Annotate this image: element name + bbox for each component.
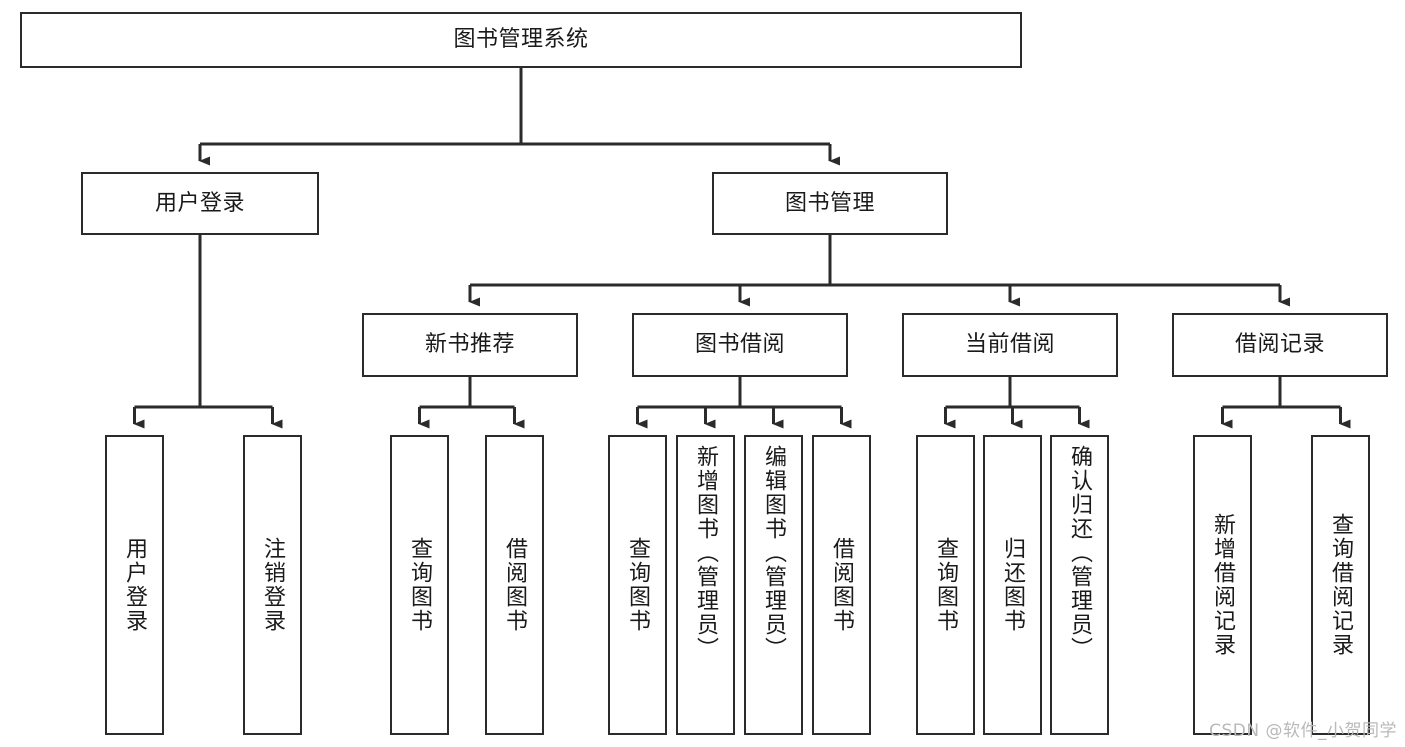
node-leaf-query-book-rec[interactable]: 查询图书 xyxy=(390,435,449,735)
node-borrow-record[interactable]: 借阅记录 xyxy=(1172,313,1388,377)
node-label: 确认归还（管理员） xyxy=(1067,445,1093,661)
node-label: 图书借阅 xyxy=(694,332,785,358)
node-label: 新增图书（管理员） xyxy=(693,445,719,661)
node-leaf-user-login[interactable]: 用户登录 xyxy=(105,435,164,735)
node-leaf-confirm-return[interactable]: 确认归还（管理员） xyxy=(1050,435,1109,735)
node-leaf-add-record[interactable]: 新增借阅记录 xyxy=(1193,435,1252,735)
node-label: 用户登录 xyxy=(122,537,148,633)
node-new-book-rec[interactable]: 新书推荐 xyxy=(362,313,578,377)
node-label: 图书管理 xyxy=(784,190,875,216)
node-current-borrow[interactable]: 当前借阅 xyxy=(902,313,1118,377)
node-user-login[interactable]: 用户登录 xyxy=(81,172,319,235)
node-label: 注销登录 xyxy=(260,537,286,633)
node-label: 当前借阅 xyxy=(964,332,1055,358)
node-label: 用户登录 xyxy=(154,190,245,216)
node-leaf-query-book[interactable]: 查询图书 xyxy=(608,435,667,735)
node-leaf-query-book-cur[interactable]: 查询图书 xyxy=(916,435,975,735)
node-label: 查询图书 xyxy=(407,537,433,633)
node-label: 图书管理系统 xyxy=(453,27,589,53)
node-label: 归还图书 xyxy=(1000,537,1026,633)
node-leaf-user-logout[interactable]: 注销登录 xyxy=(243,435,302,735)
node-leaf-borrow-book-rec[interactable]: 借阅图书 xyxy=(485,435,544,735)
node-label: 借阅图书 xyxy=(829,537,855,633)
node-leaf-edit-book[interactable]: 编辑图书（管理员） xyxy=(744,435,803,735)
node-label: 编辑图书（管理员） xyxy=(761,445,787,661)
node-book-borrow[interactable]: 图书借阅 xyxy=(632,313,848,377)
node-label: 借阅记录 xyxy=(1234,332,1325,358)
node-label: 查询图书 xyxy=(625,537,651,633)
node-leaf-query-record[interactable]: 查询借阅记录 xyxy=(1311,435,1370,735)
node-leaf-add-book[interactable]: 新增图书（管理员） xyxy=(676,435,735,735)
watermark-text: CSDN @软件_小贺同学 xyxy=(1209,721,1397,741)
node-label: 查询借阅记录 xyxy=(1328,513,1354,657)
node-leaf-borrow-book[interactable]: 借阅图书 xyxy=(812,435,871,735)
node-root[interactable]: 图书管理系统 xyxy=(20,12,1022,68)
node-label: 查询图书 xyxy=(933,537,959,633)
node-leaf-return-book[interactable]: 归还图书 xyxy=(983,435,1042,735)
node-label: 新增借阅记录 xyxy=(1210,513,1236,657)
node-book-manage[interactable]: 图书管理 xyxy=(712,172,948,235)
node-label: 新书推荐 xyxy=(424,332,515,358)
node-label: 借阅图书 xyxy=(502,537,528,633)
